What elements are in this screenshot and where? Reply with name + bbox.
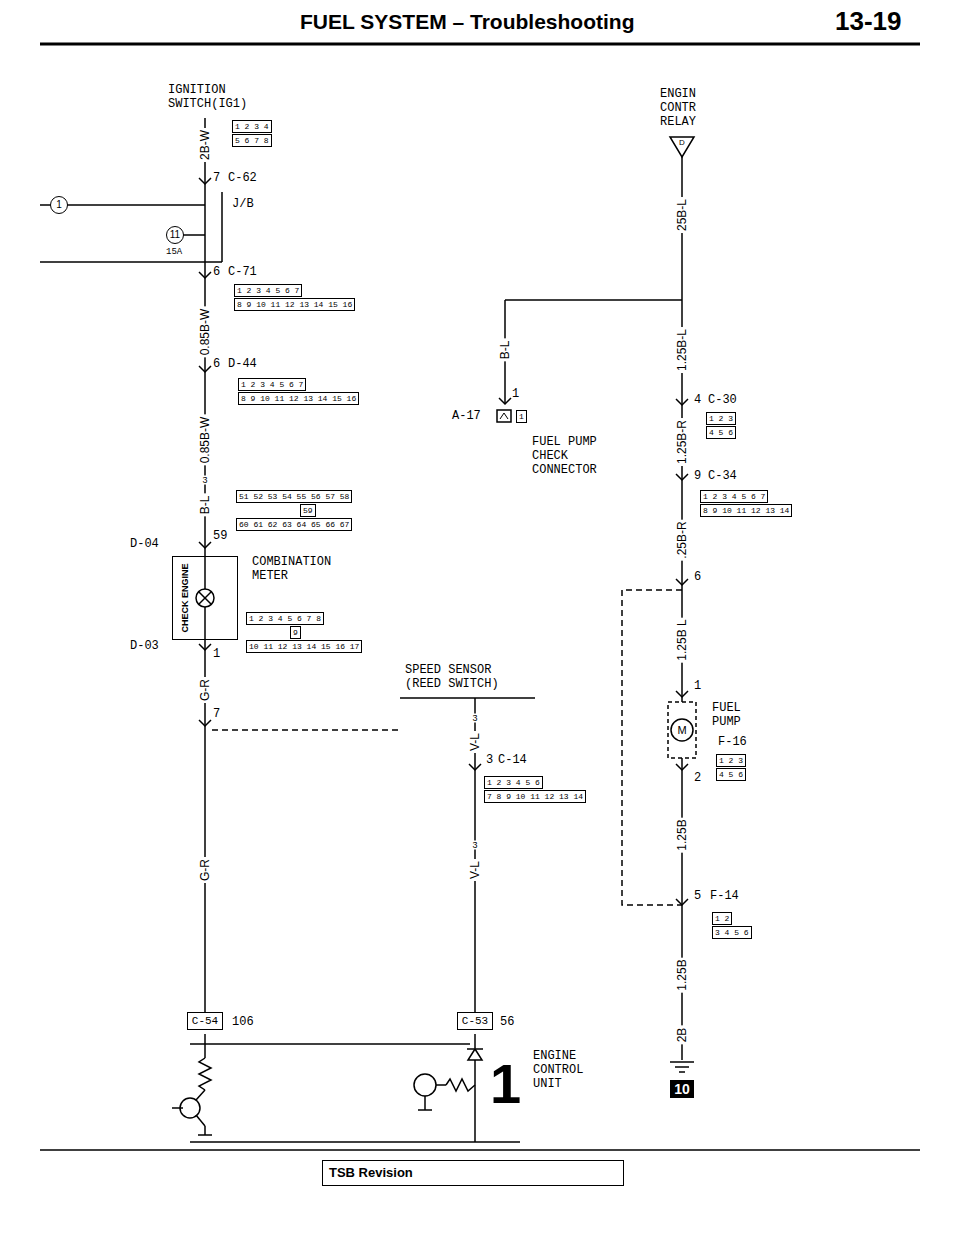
wire-color: 1.25B-L (675, 327, 689, 373)
circled-number: 11 (166, 226, 184, 244)
pin-number: 6 (694, 571, 701, 585)
component-label: F-16 (718, 736, 747, 750)
component-label: FUEL PUMP CHECK CONNECTOR (532, 436, 622, 477)
connector-pins: 51 52 53 54 55 56 57 58 (236, 490, 352, 503)
connector-pins: 1 2 3 4 5 6 7 (234, 284, 302, 297)
connector-pins: 1 2 3 4 5 6 7 (700, 490, 768, 503)
connector-pins: 7 8 9 10 11 12 13 14 (484, 790, 586, 803)
wire-color: V-L (468, 731, 482, 753)
pin-number: 59 (213, 530, 227, 544)
wire-color: 1.25B (675, 957, 689, 992)
revision-box: TSB Revision (322, 1160, 624, 1186)
symbol-letter: D (679, 139, 685, 147)
component-label: J/B (232, 198, 254, 212)
wire-color: 0.85B-W (198, 415, 212, 466)
wire-color: 1.25B-R (675, 418, 689, 466)
wire-color: V-L (468, 859, 482, 881)
component-label: 56 (500, 1016, 514, 1030)
component-label: 106 (232, 1016, 254, 1030)
component-label: D-44 (228, 358, 257, 372)
component-label: D-04 (130, 538, 159, 552)
component-label: C-14 (498, 754, 527, 768)
wire-color: B-L (498, 339, 512, 362)
pin-number: 6 (213, 358, 220, 372)
component-label: COMBINATION METER (252, 556, 352, 584)
component-label: ENGIN CONTR RELAY (660, 88, 708, 129)
wire-color: 1.25B (675, 817, 689, 852)
connector-pins: 1 2 (712, 912, 732, 925)
wire-color: .25B-R (675, 519, 689, 560)
connector-pins: 1 2 3 (716, 754, 746, 767)
pin-number: 7 (213, 172, 220, 186)
wire-color: G-R (198, 857, 212, 883)
connector-pins: 4 5 6 (716, 768, 746, 781)
pin-number: 1 (512, 388, 519, 402)
symbol-letter: 3 (202, 476, 207, 485)
wire-color: 2B-W (198, 128, 212, 162)
component-label: SPEED SENSOR (REED SWITCH) (405, 664, 515, 692)
connector-pins: 3 4 5 6 (712, 926, 752, 939)
pin-number: 1 (213, 648, 220, 662)
node-text: CHECK ENGINE (180, 563, 190, 632)
component-label: IGNITION SWITCH(IG1) (168, 84, 263, 112)
pin-number: 3 (486, 754, 493, 768)
pin-number: 4 (694, 394, 701, 408)
connector-pins: 1 2 3 4 5 6 (484, 776, 543, 789)
page-title: FUEL SYSTEM – Troubleshooting (300, 10, 634, 34)
wire-color: 2B (675, 1026, 689, 1045)
warning-lamp-box: CHECK ENGINE (172, 556, 238, 640)
node-text: 10 (674, 1081, 690, 1097)
pin-number: 6 (213, 266, 220, 280)
component-label: C-30 (708, 394, 737, 408)
connector-pins: 5 6 7 8 (232, 134, 272, 147)
symbol-letter: 3 (472, 841, 477, 850)
component-label: A-17 (452, 410, 481, 424)
connector-pins: 1 2 3 (706, 412, 736, 425)
wire-color: 0.85B-W (198, 307, 212, 358)
page-number: 13-19 (835, 6, 902, 37)
pin-number: 2 (694, 772, 701, 786)
wire-color: 1.25B L (675, 617, 689, 662)
component-label: C-71 (228, 266, 257, 280)
reference-box: 10 (670, 1080, 694, 1098)
connector-pins: 8 9 10 11 12 13 14 15 16 (238, 392, 359, 405)
connector-pins: 1 2 3 4 5 6 7 (238, 378, 306, 391)
pin-number: 7 (213, 708, 220, 722)
component-label: FUEL PUMP (712, 702, 757, 730)
connector-pins: 8 9 10 11 12 13 14 (700, 504, 792, 517)
connector-pins: 1 (516, 410, 527, 423)
component-label: D-03 (130, 640, 159, 654)
symbol-letter: 3 (472, 714, 477, 723)
connector-box: C-53 (457, 1012, 493, 1030)
connector-pins: 1 2 3 4 (232, 120, 272, 133)
wire-color: B-L (198, 494, 212, 517)
component-label: F-14 (710, 890, 739, 904)
component-label: C-62 (228, 172, 257, 186)
component-label: C-34 (708, 470, 737, 484)
connector-pins: 1 2 3 4 5 6 7 8 (246, 612, 324, 625)
callout-number: 1 (490, 1056, 521, 1112)
connector-pins: 4 5 6 (706, 426, 736, 439)
connector-pins: 10 11 12 13 14 15 16 17 (246, 640, 362, 653)
pin-number: 9 (694, 470, 701, 484)
connector-box: C-54 (187, 1012, 223, 1030)
small-label: 15A (166, 247, 182, 257)
connector-pins: 8 9 10 11 12 13 14 15 16 (234, 298, 355, 311)
connector-pins: 59 (300, 504, 316, 517)
wire-color: 25B-L (675, 197, 689, 233)
circled-number: 1 (50, 196, 68, 214)
component-label: ENGINE CONTROL UNIT (533, 1050, 603, 1091)
connector-pins: 9 (290, 626, 301, 639)
pin-number: 1 (694, 680, 701, 694)
wire-color: G-R (198, 677, 212, 703)
connector-pins: 60 61 62 63 64 65 66 67 (236, 518, 352, 531)
node-text: TSB Revision (323, 1161, 623, 1184)
pin-number: 5 (694, 890, 701, 904)
node-text: C-54 (192, 1015, 218, 1027)
node-text: C-53 (462, 1015, 488, 1027)
symbol-letter: M (677, 725, 686, 736)
